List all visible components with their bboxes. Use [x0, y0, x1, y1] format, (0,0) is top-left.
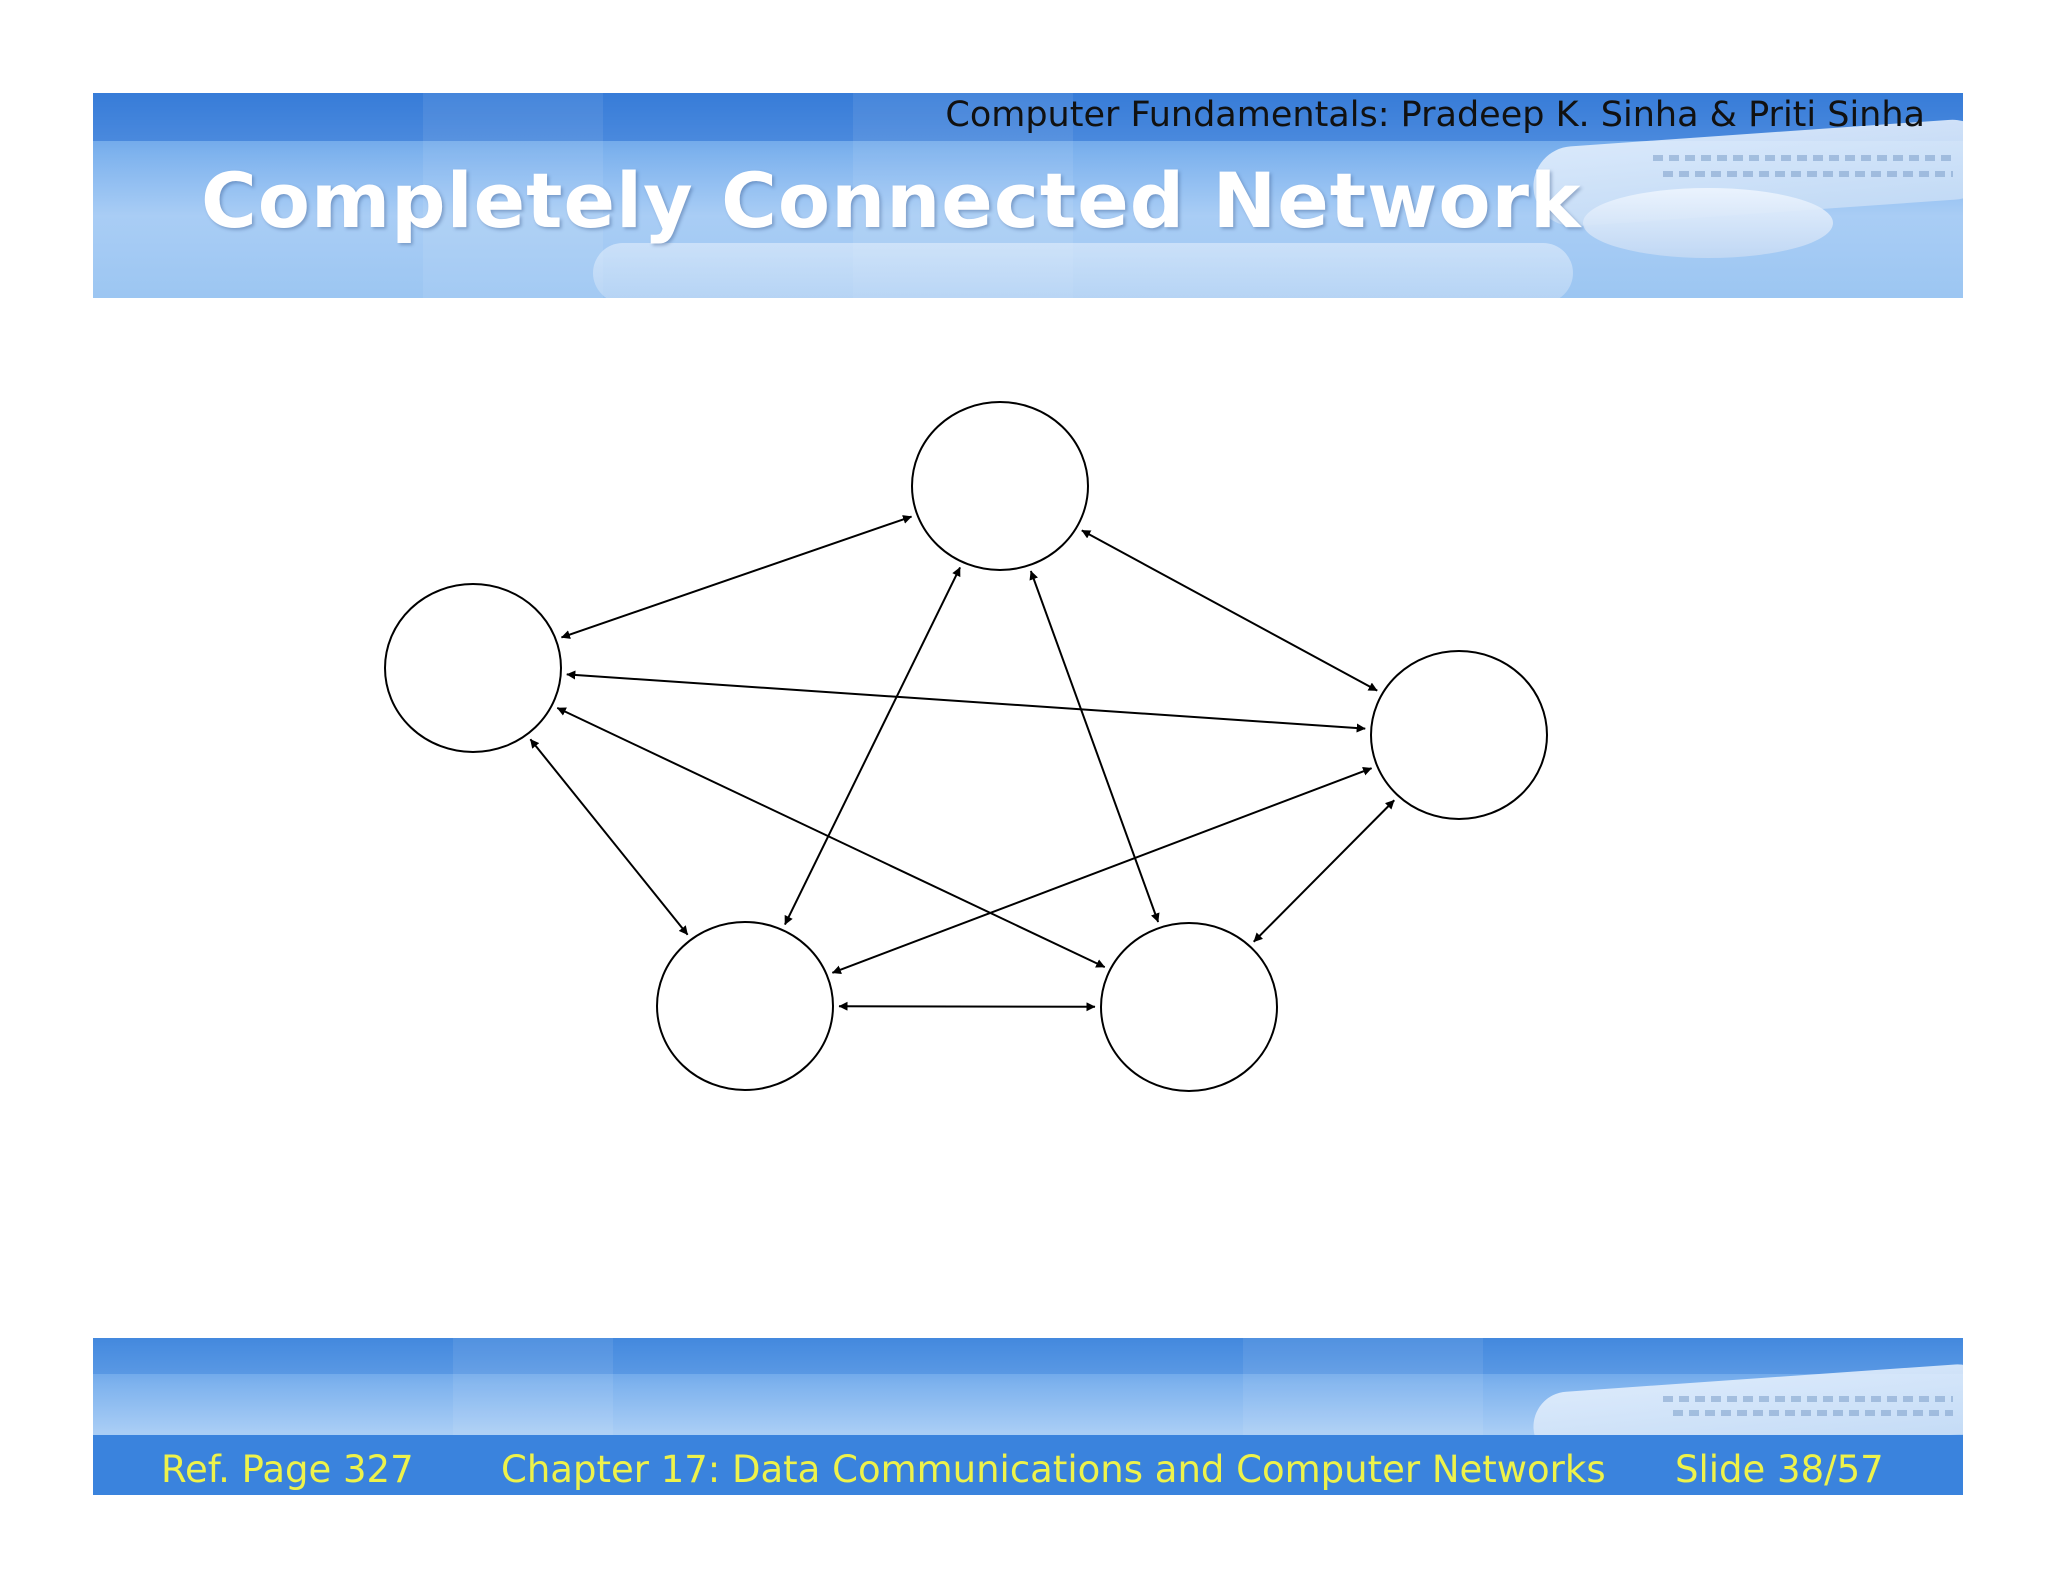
- edge-node-left-node-right: [566, 670, 1366, 733]
- edge-group: [529, 515, 1395, 1012]
- keyboard-keys: [1673, 1410, 1953, 1416]
- edge-node-bottom-left-node-bottom-right: [838, 1001, 1096, 1012]
- edge-node-left-node-bottom-right: [556, 706, 1106, 969]
- node-bottom-right: [1100, 922, 1278, 1092]
- keyboard-keys: [1663, 171, 1953, 177]
- slide-number: Slide 38/57: [1675, 1448, 1884, 1491]
- keyboard-keys: [1663, 1396, 1953, 1402]
- keyboard-image: [593, 243, 1573, 298]
- banner-stripe: [93, 93, 1963, 141]
- chapter-title: Chapter 17: Data Communications and Comp…: [501, 1448, 1606, 1491]
- mouse-image: [1583, 188, 1833, 258]
- header-banner: Computer Fundamentals: Pradeep K. Sinha …: [93, 93, 1963, 298]
- page-title: Completely Connected Network: [201, 156, 1582, 245]
- edge-node-top-node-bottom-left: [784, 567, 961, 925]
- ref-page: Ref. Page 327: [161, 1448, 414, 1491]
- node-top: [911, 401, 1089, 571]
- edge-node-top-node-left: [560, 515, 913, 639]
- node-left: [384, 583, 562, 753]
- banner-pane: [423, 93, 603, 298]
- edge-node-left-node-bottom-left: [529, 738, 689, 936]
- keyboard-keys: [1653, 155, 1953, 161]
- edge-node-right-node-bottom-right: [1253, 799, 1395, 943]
- node-group: [384, 401, 1548, 1092]
- edge-node-top-node-bottom-right: [1029, 570, 1160, 923]
- footer-bar: [93, 1435, 1963, 1495]
- running-head: Computer Fundamentals: Pradeep K. Sinha …: [945, 95, 1925, 135]
- node-bottom-left: [656, 921, 834, 1091]
- footer-banner: Ref. Page 327 Chapter 17: Data Communica…: [93, 1338, 1963, 1495]
- banner-stripe: [93, 1338, 1963, 1374]
- edge-node-right-node-bottom-left: [831, 766, 1373, 975]
- edge-node-top-node-right: [1081, 529, 1378, 692]
- node-right: [1370, 650, 1548, 820]
